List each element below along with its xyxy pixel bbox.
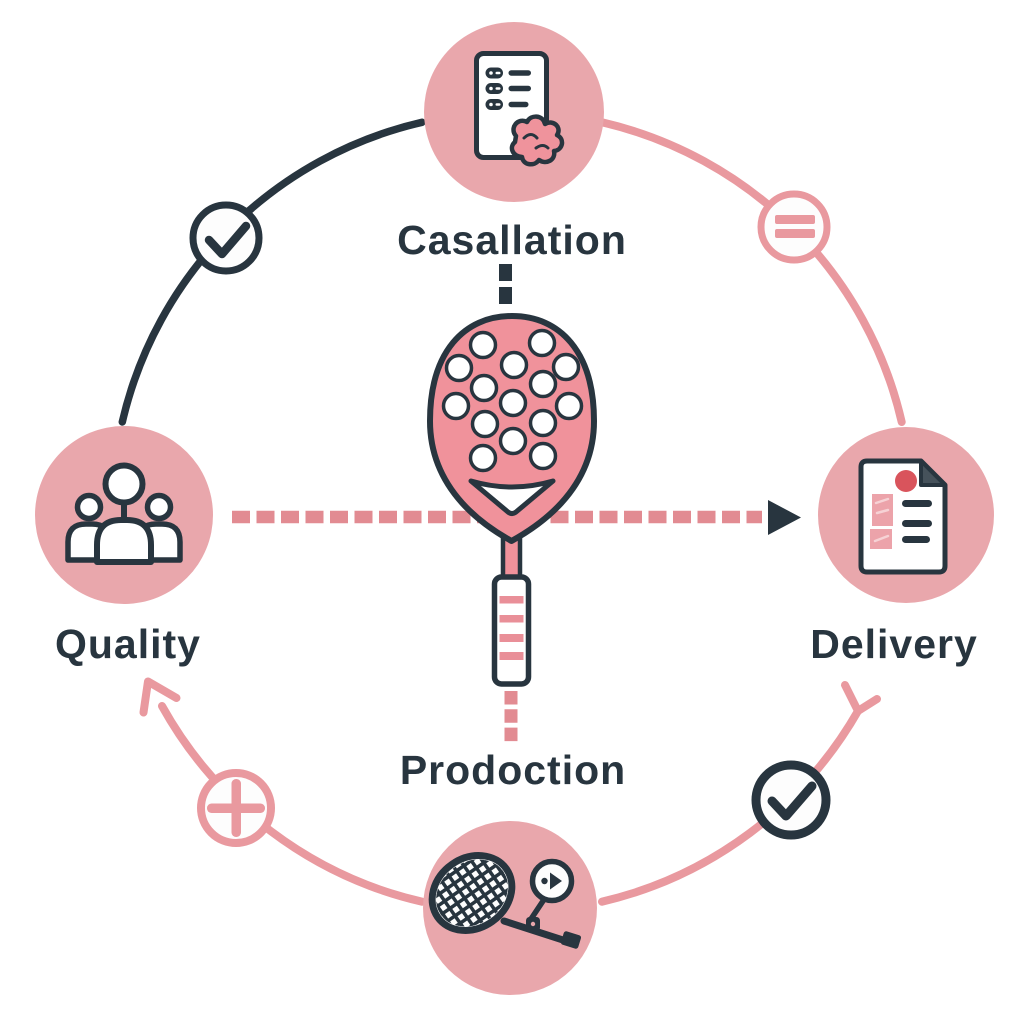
equals-icon [775,215,815,238]
node-consultation [424,22,604,202]
node-quality-label: Quality [55,621,201,667]
check-icon [767,781,817,821]
arrow-right-icon [541,872,562,890]
node-production-label: Prodoction [400,747,626,793]
arc-top-right [598,118,906,426]
arc-top-left [118,118,426,426]
arc-bottom-right [598,707,862,906]
badge-check-top-left [189,201,263,275]
arc-bottom-left [158,702,426,906]
badge-check-bottom-right [751,760,831,840]
checklist-document-icon [474,51,565,167]
team-people-icon [65,462,183,565]
red-dot-icon [895,470,917,492]
flow-arrowhead-icon [768,500,801,535]
node-production [423,821,597,995]
inspection-report-icon [858,458,948,575]
badge-plus-bottom-left [197,769,275,847]
racket-magnifier-icon [423,845,582,949]
node-consultation-label: Casallation [397,217,627,263]
badge-equals-top-right [757,190,831,264]
padel-racket-icon [427,313,597,687]
node-delivery-label: Delivery [810,621,978,667]
thumbs-up-blob-icon [509,114,565,167]
node-quality [35,426,213,604]
arrow-chevron-icon [139,677,181,717]
arc-fork-tip-icon [841,681,881,715]
check-icon [204,221,251,259]
plus-icon [207,779,265,837]
node-delivery [818,427,994,603]
